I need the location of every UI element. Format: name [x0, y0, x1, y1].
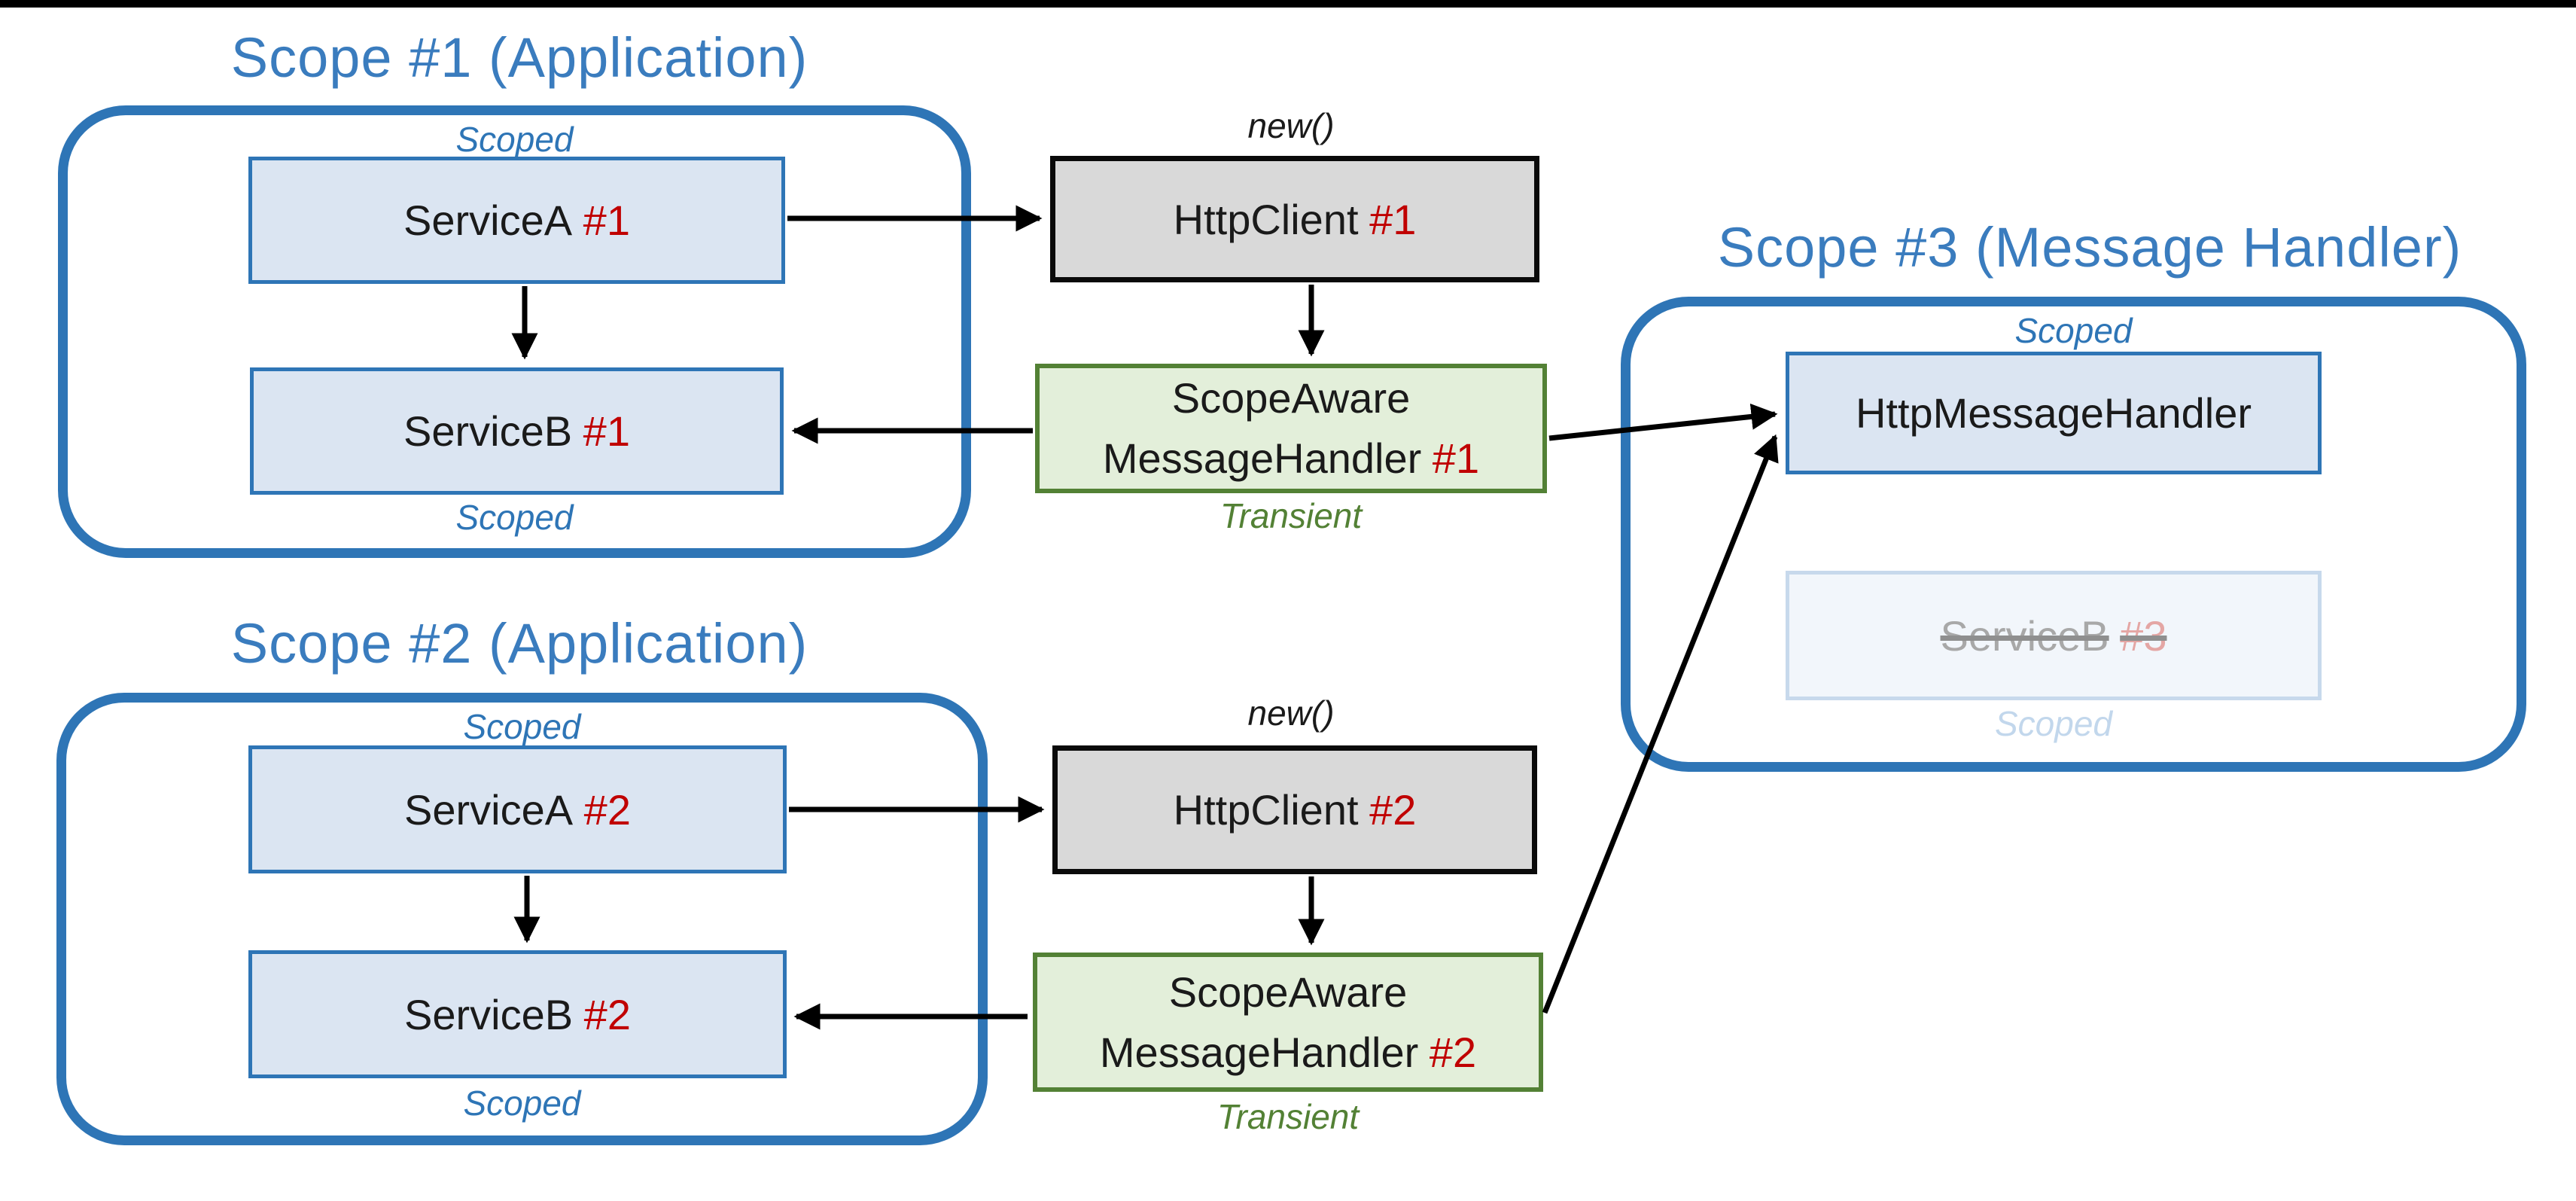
scope1-scoped-bottom-label: Scoped — [455, 498, 574, 537]
scope-aware-handler1-text: ScopeAware MessageHandler#1 — [1103, 368, 1479, 488]
scope-aware-handler1-line1: ScopeAware — [1171, 374, 1411, 422]
http-message-handler-label: HttpMessageHandler — [1855, 389, 2252, 437]
top-black-bar — [0, 0, 2576, 8]
scope-aware-handler1-box: ScopeAware MessageHandler#1 — [1035, 364, 1547, 493]
scope2-container — [56, 693, 988, 1145]
service-b3-label: ServiceB — [1940, 611, 2109, 660]
http-client2-label: HttpClient — [1173, 786, 1359, 834]
scope2-scoped-top-label: Scoped — [463, 707, 581, 746]
transient-label-1: Transient — [1219, 496, 1363, 535]
service-a1-box: ServiceA #1 — [248, 157, 785, 284]
http-client1-label: HttpClient — [1173, 195, 1359, 243]
scope3-scoped-faded-label: Scoped — [1994, 704, 2112, 743]
transient-label-2: Transient — [1216, 1097, 1360, 1136]
http-client2-instance: #2 — [1369, 786, 1417, 834]
scope-aware-handler2-box: ScopeAware MessageHandler#2 — [1033, 953, 1543, 1092]
http-message-handler-box: HttpMessageHandler — [1786, 352, 2322, 474]
service-a2-box: ServiceA #2 — [248, 745, 787, 873]
scope1-title: Scope #1 (Application) — [230, 26, 808, 89]
scope-aware-handler1-line2-name: MessageHandler — [1102, 434, 1422, 482]
service-b1-label: ServiceB — [403, 407, 573, 455]
service-b2-instance: #2 — [583, 990, 631, 1038]
scope2-scoped-bottom-label: Scoped — [463, 1084, 581, 1123]
service-b2-label: ServiceB — [404, 990, 574, 1038]
scope-aware-handler1-line2: MessageHandler#1 — [1103, 428, 1479, 489]
scope1-scoped-top-label: Scoped — [455, 120, 574, 159]
service-b3-instance: #3 — [2120, 611, 2167, 660]
scope-aware-handler2-instance: #2 — [1429, 1028, 1477, 1076]
scope-aware-handler1-instance: #1 — [1432, 434, 1480, 482]
scope2-title: Scope #2 (Application) — [230, 612, 808, 675]
service-b3-strikethrough-text: ServiceB#3 — [1941, 611, 2167, 660]
service-a2-label: ServiceA — [404, 785, 574, 834]
new-label-1: new() — [1247, 106, 1335, 145]
scope3-scoped-top-label: Scoped — [2014, 311, 2133, 350]
scope-aware-handler2-line2: MessageHandler#2 — [1100, 1023, 1476, 1083]
http-client1-box: HttpClient #1 — [1050, 156, 1539, 282]
http-client2-box: HttpClient #2 — [1052, 745, 1537, 874]
scope-aware-handler2-line1: ScopeAware — [1168, 968, 1408, 1016]
service-b2-box: ServiceB #2 — [248, 950, 787, 1078]
scope-aware-handler2-text: ScopeAware MessageHandler#2 — [1100, 962, 1476, 1082]
new-label-2: new() — [1247, 693, 1335, 733]
http-client1-instance: #1 — [1369, 195, 1417, 243]
service-b3-box: ServiceB#3 — [1786, 571, 2322, 700]
service-a1-instance: #1 — [583, 197, 630, 244]
service-a1-label: ServiceA — [403, 197, 573, 244]
service-b1-box: ServiceB #1 — [250, 367, 784, 495]
scope-aware-handler2-line2-name: MessageHandler — [1099, 1028, 1419, 1076]
service-b1-instance: #1 — [583, 407, 630, 455]
service-a2-instance: #2 — [583, 785, 631, 834]
scope3-title: Scope #3 (Message Handler) — [1717, 216, 2462, 279]
